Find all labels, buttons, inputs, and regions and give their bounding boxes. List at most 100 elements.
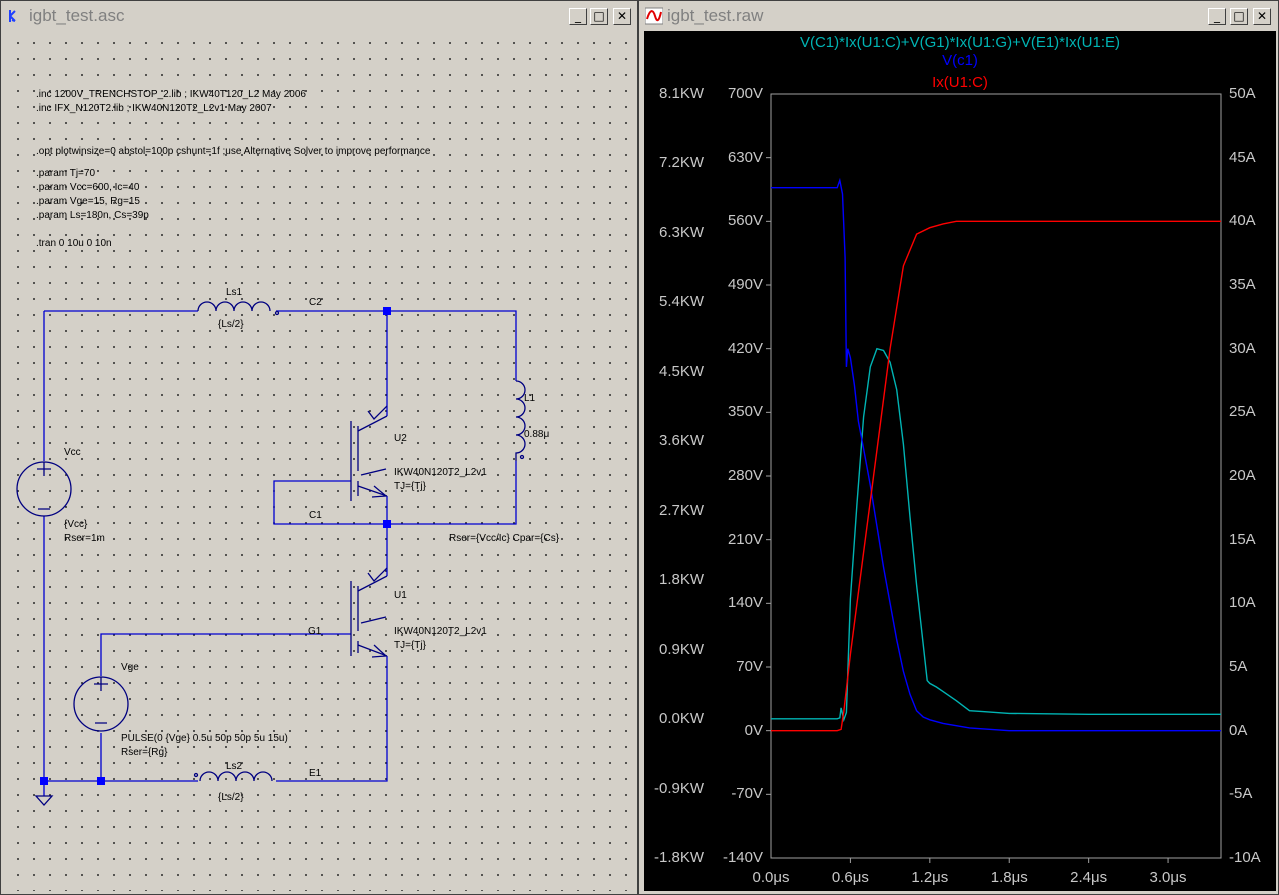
net-g1[interactable]: G1 bbox=[308, 626, 322, 637]
u2-name[interactable]: U2 bbox=[394, 433, 407, 444]
y-current-tick-label: 35A bbox=[1229, 276, 1256, 293]
u1-model[interactable]: IKW40N120T2_L2v1 bbox=[394, 626, 487, 637]
l1-name[interactable]: L1 bbox=[524, 393, 536, 404]
ground-icon bbox=[34, 795, 54, 806]
igbt-u1 bbox=[350, 567, 388, 658]
u1-name[interactable]: U1 bbox=[394, 590, 407, 601]
x-tick-label: 0.0μs bbox=[752, 869, 790, 886]
schematic-icon bbox=[9, 10, 16, 22]
y-voltage-tick-label: 140V bbox=[727, 594, 763, 612]
y-voltage-tick-label: 560V bbox=[727, 212, 763, 230]
x-tick-label: 0.6μs bbox=[831, 869, 869, 886]
close-button[interactable]: ✕ bbox=[1253, 8, 1271, 25]
wire bbox=[273, 480, 387, 525]
inductor-l1 bbox=[515, 380, 526, 461]
minimize-button[interactable]: _ bbox=[569, 8, 587, 25]
ls1-name[interactable]: Ls1 bbox=[226, 287, 243, 298]
y-power-tick-label: 0.0KW bbox=[658, 710, 704, 728]
y-current-tick-label: -5A bbox=[1229, 785, 1253, 803]
junctions bbox=[40, 307, 391, 785]
y-power-tick-label: 3.6KW bbox=[658, 432, 704, 450]
y-power-tick-label: 6.3KW bbox=[658, 223, 704, 241]
vge-rser[interactable]: Rser={Rg} bbox=[121, 747, 168, 758]
net-e1[interactable]: E1 bbox=[309, 768, 322, 779]
trace-label-ic[interactable]: Ix(U1:C) bbox=[932, 74, 988, 91]
directive-inc-2[interactable]: .inc IFX_N120T2.lib ; IKW40N120T2_L2v1 M… bbox=[36, 103, 272, 114]
y-current-tick-label: 10A bbox=[1229, 594, 1256, 612]
y-voltage-tick-label: 700V bbox=[727, 85, 763, 102]
schematic-drawing bbox=[16, 301, 526, 806]
directive-opt[interactable]: .opt plotwinsize=0 abstol=100p cshunt=1f… bbox=[36, 146, 431, 157]
schematic-window: igbt_test.asc _ □ ✕ .inc 1200V_TRENCHSTO… bbox=[0, 0, 638, 895]
trace-label-vc1[interactable]: V(c1) bbox=[942, 52, 978, 69]
u1-tj[interactable]: TJ={Tj} bbox=[394, 640, 426, 651]
y-voltage-tick-label: -140V bbox=[722, 849, 763, 866]
y-current-tick-label: 15A bbox=[1229, 530, 1256, 548]
y-power-tick-label: 1.8KW bbox=[658, 571, 704, 589]
voltage-source-vge bbox=[73, 676, 129, 732]
waveform-window: igbt_test.raw _ □ ✕ V(C1)*Ix(U1:C)+V(G1)… bbox=[638, 0, 1279, 895]
vcc-rser[interactable]: Rser=1m bbox=[64, 533, 105, 544]
waveform-chart bbox=[766, 93, 1222, 863]
directive-param-vge[interactable]: .param Vge=15, Rg=15 bbox=[36, 196, 140, 207]
vcc-name[interactable]: Vcc bbox=[64, 447, 81, 458]
wire bbox=[100, 633, 351, 676]
schematic-titlebar[interactable]: igbt_test.asc _ □ ✕ bbox=[3, 3, 635, 28]
wire bbox=[387, 461, 517, 525]
directive-param-tj[interactable]: .param Tj=70 bbox=[36, 168, 96, 179]
vcc-value[interactable]: {Vcc} bbox=[64, 519, 88, 530]
y-voltage-tick-label: 350V bbox=[727, 403, 763, 421]
waveform-icon bbox=[645, 7, 663, 25]
x-tick-label: 2.4μs bbox=[1070, 869, 1108, 886]
y-power-tick-label: 5.4KW bbox=[658, 293, 704, 311]
directive-param-ls[interactable]: .param Ls=180n, Cs=39p bbox=[36, 210, 149, 221]
y-power-tick-label: 4.5KW bbox=[658, 362, 704, 380]
y-power-tick-label: 2.7KW bbox=[658, 501, 704, 519]
vge-name[interactable]: Vge bbox=[121, 662, 139, 673]
trace-power bbox=[771, 347, 1221, 723]
schematic-canvas[interactable]: .inc 1200V_TRENCHSTOP_2.lib ; IKW40T120_… bbox=[6, 31, 634, 891]
net-c1[interactable]: C1 bbox=[309, 510, 322, 521]
u2-tj[interactable]: TJ={Tj} bbox=[394, 481, 426, 492]
ls1-value[interactable]: {Ls/2} bbox=[218, 319, 244, 330]
maximize-button[interactable]: □ bbox=[1230, 8, 1248, 25]
directive-param-vcc[interactable]: .param Vcc=600, Ic=40 bbox=[36, 182, 140, 193]
waveform-title: igbt_test.raw bbox=[667, 6, 764, 25]
inductor-ls1 bbox=[197, 301, 280, 316]
x-tick-label: 3.0μs bbox=[1149, 869, 1187, 886]
trace-label-power[interactable]: V(C1)*Ix(U1:C)+V(G1)*Ix(U1:G)+V(E1)*Ix(U… bbox=[799, 34, 1121, 51]
trace-ic bbox=[771, 220, 1221, 732]
waveform-titlebar[interactable]: igbt_test.raw _ □ ✕ bbox=[641, 3, 1276, 28]
y-current-tick-label: 20A bbox=[1229, 467, 1256, 484]
u2-model[interactable]: IKW40N120T2_L2v1 bbox=[394, 467, 487, 478]
y-voltage-tick-label: 420V bbox=[727, 339, 763, 357]
x-tick-label: 1.8μs bbox=[990, 869, 1028, 886]
y-current-tick-label: 40A bbox=[1229, 212, 1256, 230]
y-power-tick-label: 0.9KW bbox=[658, 640, 704, 658]
y-power-tick-label: 8.1KW bbox=[658, 85, 704, 102]
wire bbox=[276, 310, 517, 381]
l1-value[interactable]: 0.88μ bbox=[524, 429, 550, 440]
wire bbox=[276, 656, 388, 782]
directive-tran[interactable]: .tran 0 10u 0 10n bbox=[36, 238, 112, 249]
y-voltage-tick-label: 630V bbox=[727, 148, 763, 166]
vge-value[interactable]: PULSE(0 {Vge} 0.5u 50p 50p 5u 15u) bbox=[121, 733, 288, 744]
voltage-source-vcc bbox=[16, 461, 72, 517]
y-current-tick-label: 30A bbox=[1229, 339, 1256, 357]
directive-inc-1[interactable]: .inc 1200V_TRENCHSTOP_2.lib ; IKW40T120_… bbox=[36, 89, 306, 100]
y-voltage-tick-label: 70V bbox=[736, 658, 763, 675]
ls2-value[interactable]: {Ls/2} bbox=[218, 792, 244, 803]
maximize-button[interactable]: □ bbox=[590, 8, 608, 25]
y-current-tick-label: 50A bbox=[1229, 85, 1256, 102]
minimize-button[interactable]: _ bbox=[1208, 8, 1226, 25]
y-voltage-tick-label: 0V bbox=[744, 721, 763, 739]
y-power-tick-label: -1.8KW bbox=[653, 849, 704, 866]
l1-attr[interactable]: Rser={Vcc/Ic} Cpar={Cs} bbox=[449, 533, 560, 544]
close-button[interactable]: ✕ bbox=[613, 8, 631, 25]
y-voltage-tick-label: 490V bbox=[727, 276, 763, 293]
y-current-tick-label: 0A bbox=[1229, 721, 1248, 739]
waveform-plot[interactable]: V(C1)*Ix(U1:C)+V(G1)*Ix(U1:G)+V(E1)*Ix(U… bbox=[644, 31, 1276, 891]
net-c2[interactable]: C2 bbox=[309, 297, 322, 308]
y-current-tick-label: 45A bbox=[1229, 148, 1256, 166]
ls2-name[interactable]: Ls2 bbox=[226, 761, 243, 772]
